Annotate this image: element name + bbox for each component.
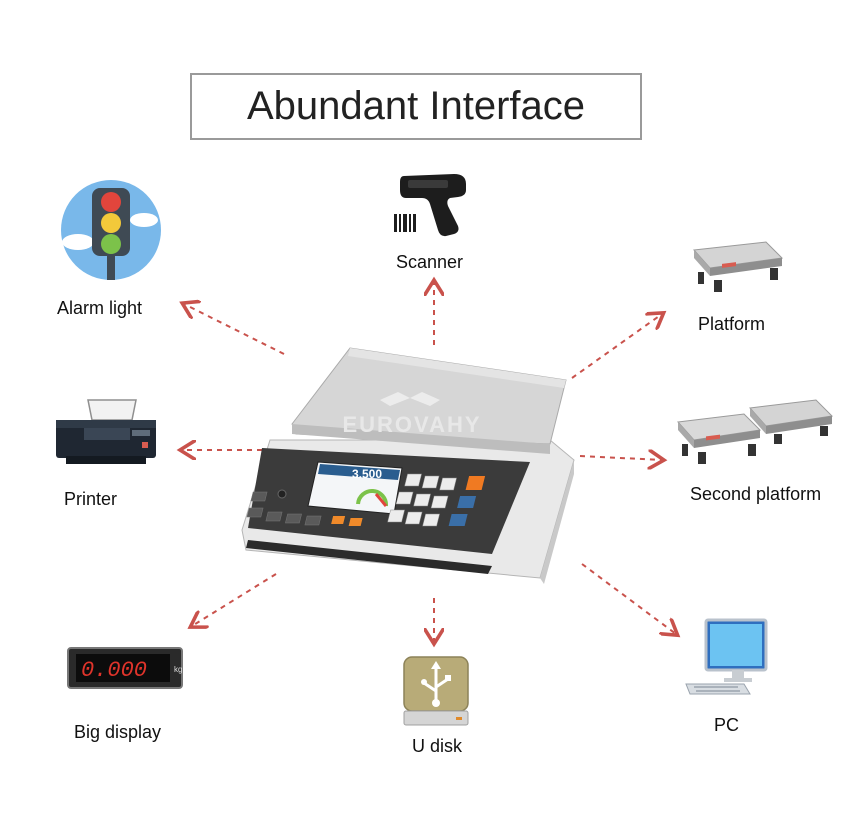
pc-icon <box>685 618 768 695</box>
platform-label: Platform <box>698 314 766 334</box>
alarm-light-label: Alarm light <box>57 298 143 318</box>
platform-icon <box>692 241 784 292</box>
scale-screen-reading: 3.500 <box>352 467 382 481</box>
printer-label: Printer <box>64 489 118 509</box>
arrow-to-pc <box>581 563 676 634</box>
second-platform-icon <box>676 399 834 464</box>
arrow-to-platform <box>571 314 662 379</box>
page-title: Abundant Interface <box>190 73 642 140</box>
usb-drive-icon <box>403 656 469 726</box>
weighing-scale-image: EUROVAHY 3.500 <box>241 347 575 584</box>
pc-label: PC <box>714 715 740 735</box>
big-display-icon: 0.000 kg <box>67 647 183 689</box>
arrow-to-second-platform <box>579 456 662 460</box>
scanner-label: Scanner <box>396 252 464 272</box>
printer-icon <box>56 399 156 464</box>
scanner-icon <box>394 174 466 237</box>
brand-watermark: EUROVAHY <box>342 412 481 437</box>
big-display-reading: 0.000 <box>81 658 147 683</box>
big-display-label: Big display <box>74 722 162 742</box>
big-display-unit: kg <box>174 665 182 674</box>
arrow-to-big-display <box>192 573 277 626</box>
u-disk-label: U disk <box>412 736 463 756</box>
second-platform-label: Second platform <box>690 484 822 504</box>
arrow-to-alarm-light <box>184 304 285 355</box>
alarm-light-icon <box>61 180 161 280</box>
